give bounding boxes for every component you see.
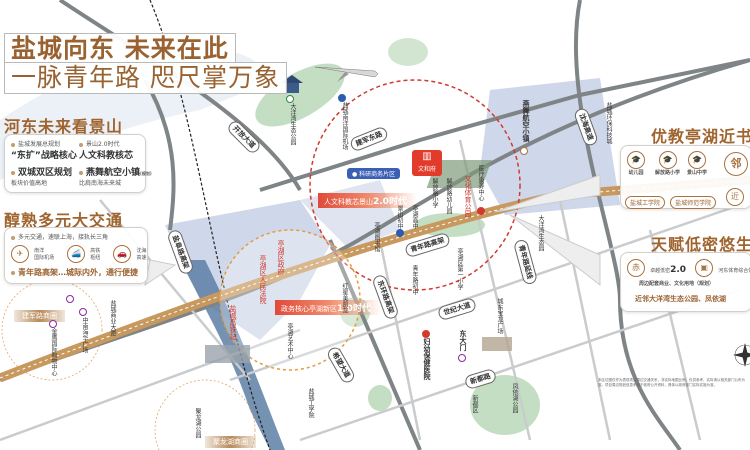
humanities-banner: 人文科教芯景山2.0时代: [318, 193, 417, 208]
park-small: [368, 385, 392, 411]
plaza-image: [482, 337, 512, 351]
poi-marker-icon: [520, 147, 528, 155]
poi-jinying-mall[interactable]: 金鹰国际购物中心: [50, 328, 57, 376]
poi-hsr-station[interactable]: 盐城高铁站: [229, 305, 237, 340]
school-icon: [396, 229, 404, 237]
jianjun-business-tag: 建军路商圈: [14, 310, 65, 322]
section-education-title: 优教亭湖近书香: [651, 127, 750, 146]
poi-zhongnan-plaza[interactable]: 中南海华广场: [81, 317, 88, 353]
headline-line1: 盐城向东 未来在此: [4, 33, 236, 65]
bullet-icon: [11, 270, 15, 275]
bullet-icon: [11, 170, 15, 175]
callout-traffic-pointer: [144, 259, 177, 287]
compass-icon: [733, 343, 750, 367]
ring-jianjun: [1, 279, 103, 381]
ring-julonghu: [154, 379, 256, 450]
college-tag: 盐城师范学院: [670, 196, 717, 209]
park-fengyihu: [470, 375, 540, 435]
poi-fengyihu-park[interactable]: 凤依湖公园: [511, 383, 518, 413]
shopping-icon: [458, 354, 466, 362]
graduation-cap-icon: 🎓: [688, 150, 706, 169]
bullet-icon: [11, 235, 15, 240]
poi-tinghu-library[interactable]: 亭湖图书馆: [373, 222, 380, 252]
poi-tinghu-high[interactable]: 亭湖高中: [411, 205, 418, 229]
poi-aviation-town[interactable]: 燕舞航空小镇: [522, 100, 530, 142]
poi-district-court[interactable]: 亭湖区人民法院: [259, 255, 267, 304]
section-landscape-title: 河东未来看景山: [4, 117, 124, 136]
college-tag: 盐城工学院: [625, 196, 666, 209]
road-ring-south: [328, 239, 422, 450]
traffic-panel: 多元交通，速联上海，接轨长三角 ✈ 南洋国际机场 🚄 高铁枢纽 🚗 沈海高速 青…: [4, 227, 148, 284]
poi-jingshan-middle[interactable]: 景山初中: [396, 205, 403, 229]
poi-district-gov[interactable]: 亭湖区政府: [277, 240, 285, 275]
low-density-icon: 赤: [627, 258, 645, 277]
poi-jiefang-primary[interactable]: 解放路小学: [431, 178, 438, 208]
road-v1: [378, 239, 422, 441]
road-jianjun-east: [259, 58, 750, 192]
poi-dayangwan-park[interactable]: 大洋湾生态公园: [289, 103, 296, 145]
park-icon: [286, 95, 294, 103]
flat-project-image: [426, 160, 492, 188]
hospital-icon: [422, 330, 430, 338]
callout-edu-pointer: [494, 174, 601, 213]
julonghu-business-tag: 聚龙湖商圈: [205, 436, 256, 448]
airplane-icon: [314, 66, 379, 82]
road-v2: [458, 139, 532, 441]
poi-first-primary[interactable]: 亭湖区第一小学: [456, 248, 463, 290]
callout-eco-pointer: [509, 214, 601, 287]
poi-julonghu-park[interactable]: 聚龙湖公园: [194, 408, 201, 438]
bullet-icon: [11, 142, 15, 147]
headline-line2: 一脉青年路 咫尺掌万象: [4, 62, 287, 94]
poi-jiefang-kindergarten[interactable]: 解放路幼儿园: [445, 178, 452, 214]
poi-eco-tech-city[interactable]: 盐城环保科技城: [605, 102, 612, 144]
poi-xindu-district[interactable]: 新都区: [471, 395, 478, 413]
disclaimer-text: 本区位图仅作为表现项目周边交通关系，非实际地图比例，仅供参考，实际请以相关部门公…: [598, 378, 745, 387]
near-badge: 邻: [724, 152, 748, 176]
road-shenhai: [574, 0, 682, 450]
ring-project: [309, 79, 521, 291]
poi-art-center[interactable]: 亭湖艺术中心: [286, 323, 293, 359]
poi-culture-sports-park[interactable]: 文化体育公园: [464, 175, 472, 217]
highway-icon: 🚗: [113, 244, 132, 263]
road-v3: [558, 199, 612, 441]
hospital-icon: [477, 207, 485, 215]
close-badge: 近: [726, 187, 744, 206]
park-top-mid: [388, 38, 428, 66]
bullet-icon: [79, 142, 83, 147]
landscape-panel: 盐城发展总规划 “东扩”战略核心 景山2.0时代 人文科教核芯 双城双区规划 板…: [4, 134, 152, 193]
park-dayangwan: [255, 63, 345, 127]
education-panel: 🎓 幼儿园 🎓 解放路小学 🎓 景山中学 邻 盐城工学院 盐城师范学院 近: [620, 145, 750, 209]
poi-hongxing-meikailong[interactable]: 红星美凯龙: [341, 283, 348, 313]
government-banner: 政务核心亭湖新区1.0时代: [275, 300, 381, 315]
shopping-icon: [66, 295, 74, 303]
poi-qingnian-middle[interactable]: 青年路初中: [411, 265, 418, 295]
road-xindu: [299, 288, 741, 442]
poi-maternity-hospital[interactable]: 妇幼保健医院: [423, 338, 431, 380]
graduation-cap-icon: 🎓: [658, 150, 677, 169]
poi-medical-center[interactable]: 医疗康养中心: [477, 165, 484, 201]
road-left-v: [143, 78, 176, 231]
poi-business-building[interactable]: 盐城商业大厦: [109, 300, 116, 336]
airport-icon: ✈: [11, 244, 29, 263]
airport-pin-icon: [338, 94, 346, 102]
shopping-icon: [79, 308, 87, 316]
poi-yancheng-institute[interactable]: 盐城工学院: [307, 388, 314, 418]
ecology-panel: 赤 卓越低密2.0 ▣ 河东体育综合体 周边配套商业、文化用地（规划） 近邻大洋…: [620, 252, 750, 312]
station-image: [205, 345, 250, 363]
section-traffic-title: 醇熟多元大交通: [4, 211, 124, 230]
shopping-icon: [49, 320, 57, 328]
poi-baolong-plaza[interactable]: 城东宝龙广场: [496, 298, 503, 334]
road-century: [229, 203, 741, 382]
section-ecology-title: 天赋低密悠生态: [651, 235, 750, 254]
poi-dongdamen[interactable]: 东大门: [459, 330, 467, 351]
tech-business-banner: ● 科研商务片区: [347, 168, 401, 179]
logo-mark-icon: ▥: [422, 151, 432, 162]
sports-icon: ▣: [695, 258, 714, 277]
project-logo[interactable]: ▥ 文和府: [412, 150, 442, 176]
train-icon: 🚄: [67, 244, 86, 263]
graduation-cap-icon: 🎓: [627, 150, 645, 169]
poi-dayangwan-eco[interactable]: 大洋湾生态园: [537, 215, 544, 251]
bullet-icon: [79, 170, 83, 175]
poi-airport[interactable]: 盐城南洋国际机场: [341, 102, 348, 150]
